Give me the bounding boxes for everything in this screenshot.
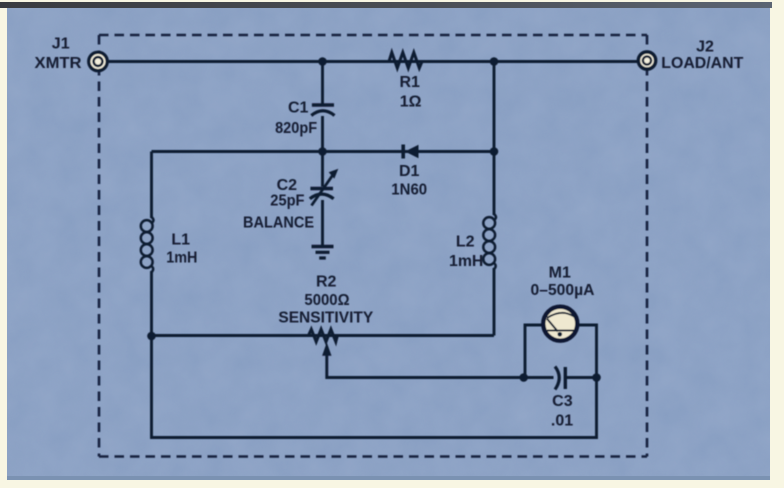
svg-text:SENSITIVITY: SENSITIVITY	[278, 309, 373, 326]
svg-text:M1: M1	[549, 265, 571, 282]
svg-text:L1: L1	[171, 232, 190, 249]
svg-text:1mH: 1mH	[166, 250, 197, 267]
svg-text:LOAD/ANT: LOAD/ANT	[661, 55, 743, 72]
svg-text:820pF: 820pF	[275, 120, 317, 137]
svg-text:L2: L2	[456, 234, 475, 251]
svg-text:.01: .01	[551, 413, 573, 430]
svg-text:J2: J2	[696, 39, 714, 56]
svg-text:C2: C2	[277, 177, 298, 194]
svg-text:R2: R2	[316, 274, 337, 291]
svg-text:1mH: 1mH	[449, 253, 483, 270]
svg-text:5000Ω: 5000Ω	[304, 292, 349, 309]
svg-text:C1: C1	[288, 99, 309, 116]
svg-text:0–500µA: 0–500µA	[531, 282, 595, 299]
svg-text:R1: R1	[399, 74, 420, 91]
svg-text:J1: J1	[52, 36, 70, 53]
svg-text:1Ω: 1Ω	[400, 94, 422, 111]
svg-text:XMTR: XMTR	[35, 55, 82, 72]
svg-text:C3: C3	[552, 393, 573, 410]
svg-text:BALANCE: BALANCE	[243, 215, 314, 232]
svg-text:1N60: 1N60	[391, 182, 427, 199]
svg-text:25pF: 25pF	[270, 193, 304, 210]
svg-text:D1: D1	[399, 163, 420, 180]
